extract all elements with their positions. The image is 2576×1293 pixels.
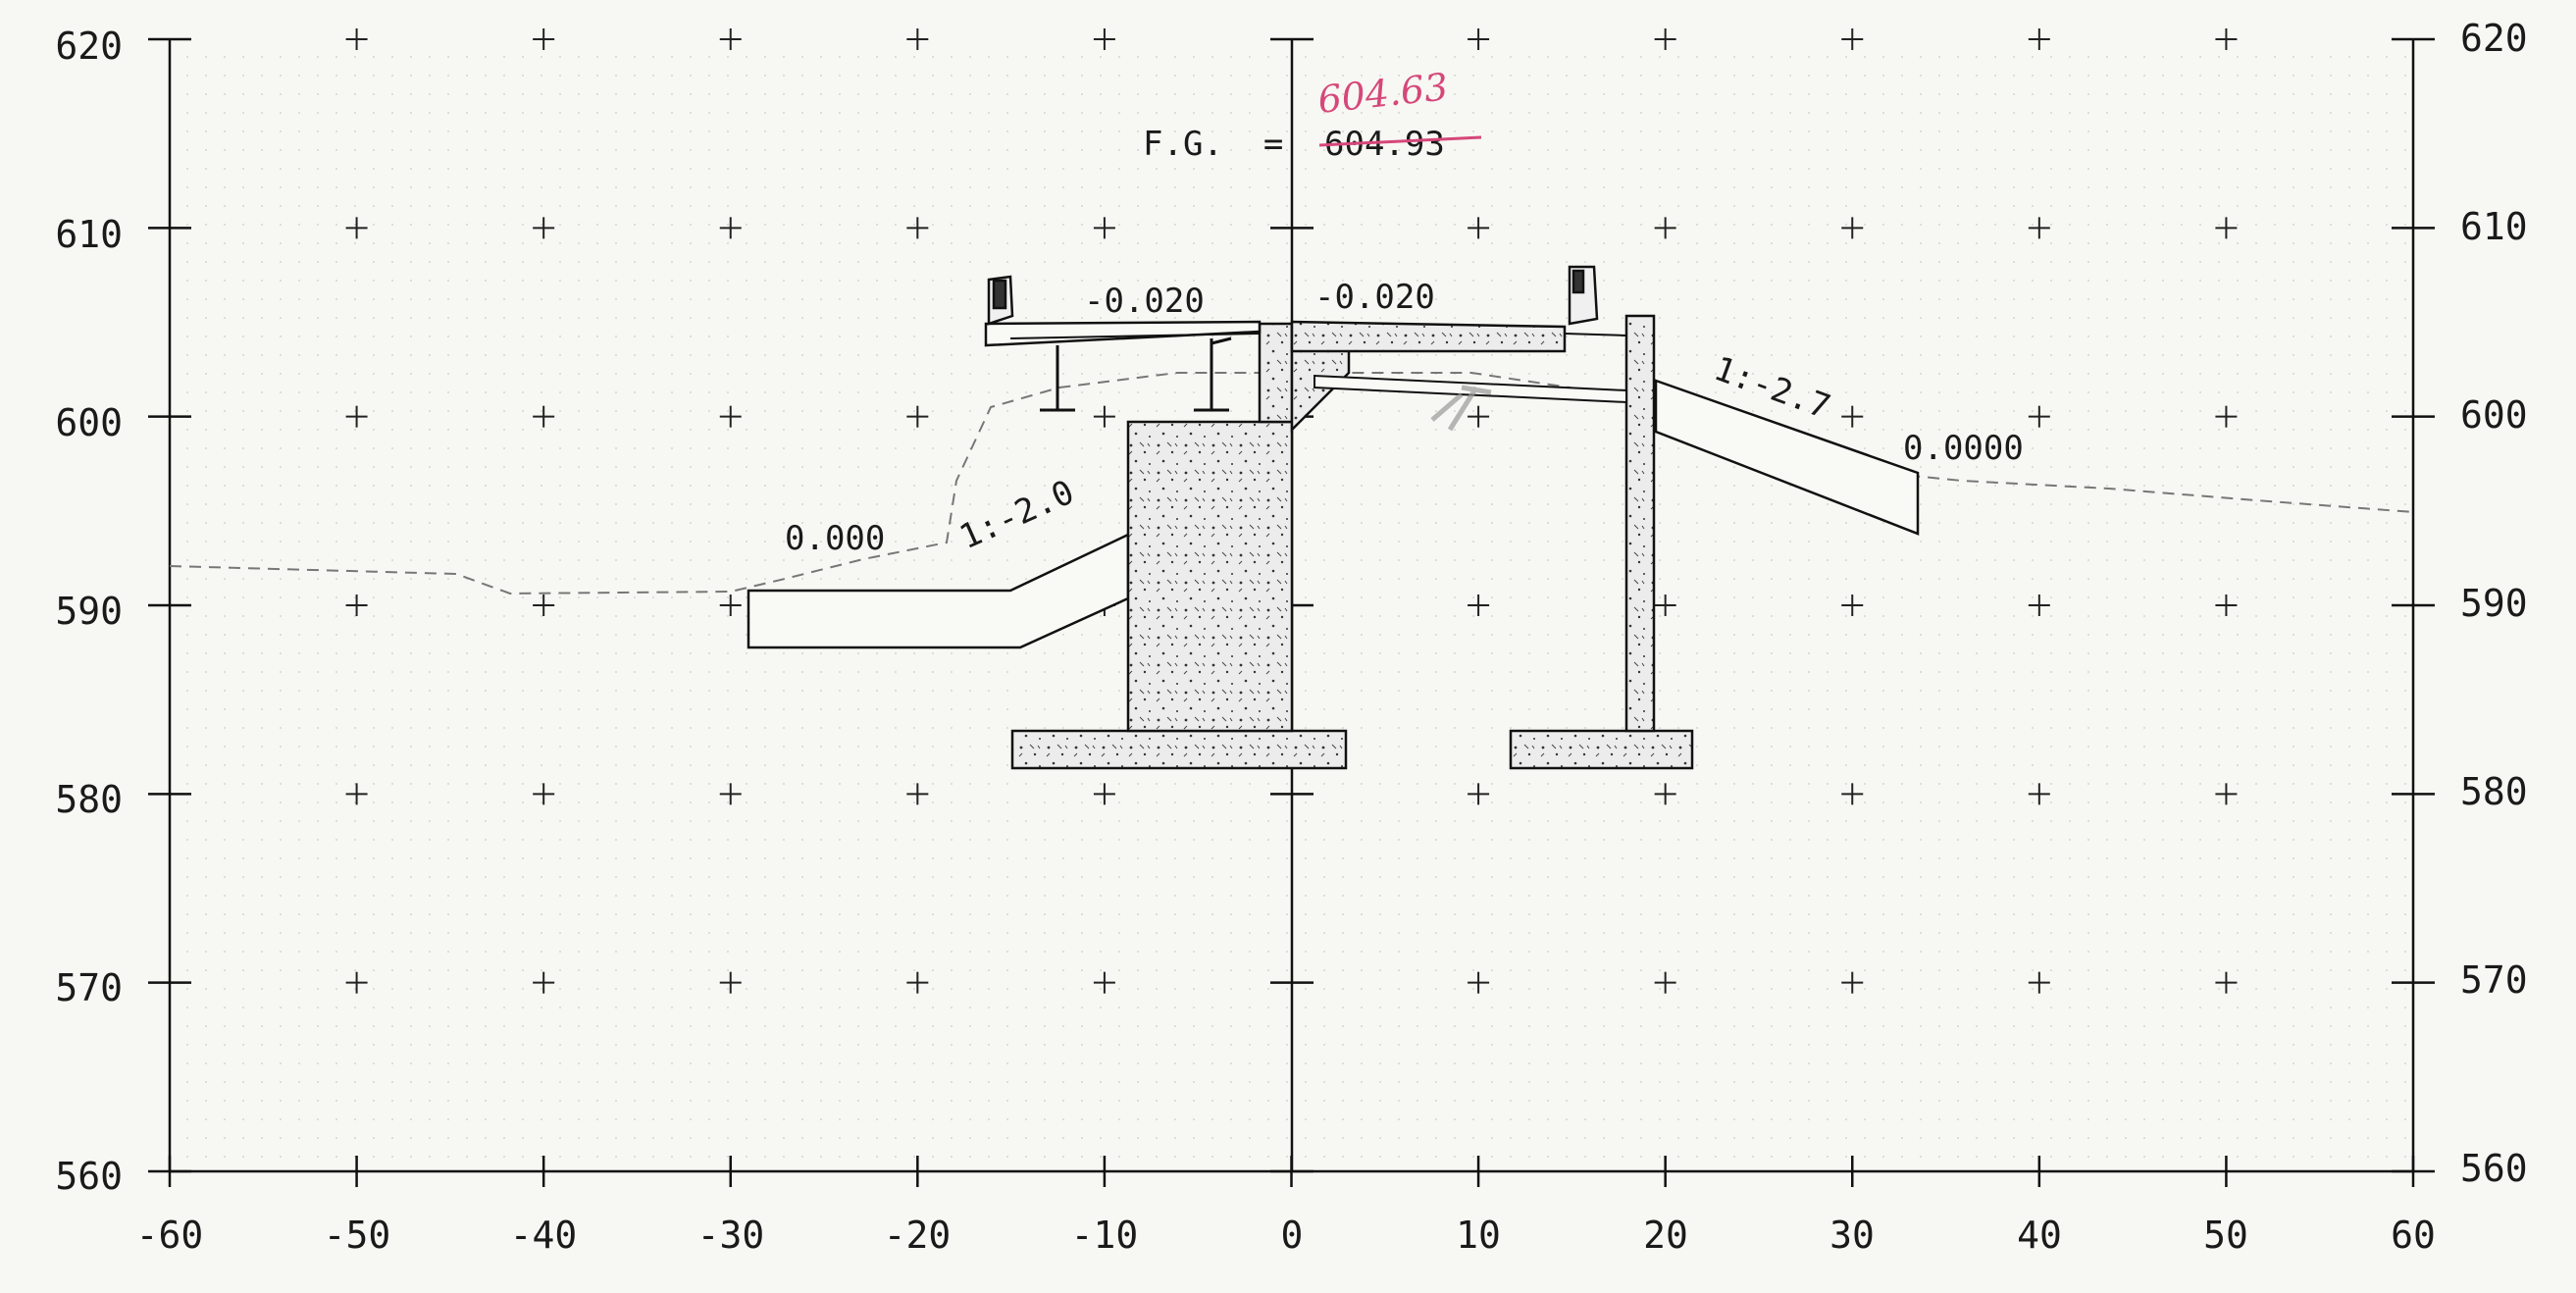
- y-tick-labels-left: 620 610 600 590 580 570 560: [55, 25, 123, 1198]
- existing-ground-line: [169, 372, 2414, 595]
- x-tick-label: -50: [324, 1214, 391, 1257]
- x-tick-label: -10: [1071, 1214, 1139, 1257]
- y-tick-label-right: 610: [2460, 205, 2528, 248]
- y-tick-label-right: 560: [2460, 1147, 2528, 1190]
- x-tick-labels: -60 -50 -40 -30 -20 -10 0 10 20 30 40 50…: [136, 1214, 2436, 1257]
- y-tick-label-right: 570: [2460, 958, 2528, 1002]
- right-footing: [1509, 729, 1694, 770]
- x-tick-label: -60: [136, 1214, 204, 1257]
- deck-slope-right: -0.020: [1314, 278, 1435, 317]
- x-tick-label: -40: [510, 1214, 578, 1257]
- axis-ticks: [148, 37, 2435, 1187]
- abutment-backwall: [1258, 322, 1294, 424]
- abutment-wall: [1126, 420, 1294, 733]
- deck-left: [984, 320, 1262, 347]
- y-tick-label-right: 580: [2460, 770, 2528, 813]
- strike-through-mark: [1318, 135, 1482, 147]
- x-tick-label: -20: [884, 1214, 952, 1257]
- x-tick-label: 60: [2391, 1214, 2436, 1257]
- right-embankment: [1654, 379, 1920, 536]
- girders: [1040, 336, 1232, 412]
- y-tick-labels-right: 620 610 600 590 580 570 560: [2460, 17, 2528, 1190]
- grade-left-label: 0.000: [785, 519, 885, 558]
- y-tick-label-left: 610: [55, 213, 123, 256]
- y-tick-label-left: 580: [55, 778, 123, 821]
- y-tick-label-right: 600: [2460, 393, 2528, 437]
- deck-right-ledge: [1564, 333, 1627, 336]
- y-tick-label-right: 620: [2460, 17, 2528, 60]
- fg-label: F.G. =: [1143, 125, 1283, 164]
- y-tick-label-left: 590: [55, 590, 123, 633]
- y-tick-label-right: 590: [2460, 582, 2528, 625]
- left-barrier: [987, 275, 1014, 326]
- pencil-scribble: [1430, 385, 1492, 432]
- y-tick-label-left: 560: [55, 1155, 123, 1198]
- right-wall: [1624, 314, 1656, 733]
- y-tick-label-left: 620: [55, 25, 123, 68]
- x-tick-label: 30: [1829, 1214, 1875, 1257]
- x-tick-label: 40: [2017, 1214, 2062, 1257]
- girder-flange: [1009, 333, 1261, 339]
- grid-crosses: [345, 28, 2238, 994]
- left-footing: [1010, 729, 1348, 770]
- x-tick-label: 50: [2203, 1214, 2248, 1257]
- right-barrier: [1568, 265, 1599, 326]
- y-tick-label-left: 570: [55, 966, 123, 1009]
- deck-slope-left: -0.020: [1084, 282, 1205, 321]
- x-tick-label: 20: [1643, 1214, 1688, 1257]
- x-tick-label: -30: [697, 1214, 765, 1257]
- y-tick-label-left: 600: [55, 401, 123, 444]
- x-tick-label: 0: [1281, 1214, 1304, 1257]
- deck-right: [1290, 320, 1567, 353]
- x-tick-label: 10: [1456, 1214, 1501, 1257]
- grade-right-label: 0.0000: [1903, 429, 2024, 468]
